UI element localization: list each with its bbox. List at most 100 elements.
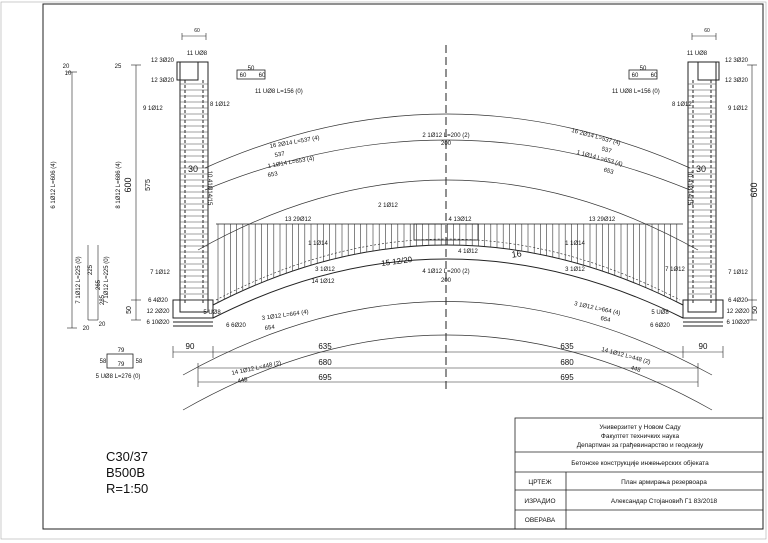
bar-label: 7 1Ø12 xyxy=(665,267,685,273)
bar-label: 537 xyxy=(601,147,613,156)
sheet-border xyxy=(42,3,764,530)
bar-label: 90 xyxy=(699,342,708,351)
steel-class: B500B xyxy=(106,465,145,480)
bar-label: 653 xyxy=(267,171,279,179)
roof-vault xyxy=(212,238,684,319)
bar-label: 3 1Ø12 L=664 (4) xyxy=(261,309,309,322)
bar-label: 7 1Ø12 L=225 (0) xyxy=(104,256,110,303)
bottom-dimension-lines xyxy=(172,346,724,387)
bar-label: 14 1Ø12 xyxy=(311,279,335,285)
bar-label: 10 xyxy=(65,71,72,77)
bar-label: 13 29Ø12 xyxy=(285,217,312,223)
bar-label: 635 xyxy=(318,342,332,351)
bar-label: 12 3Ø20 xyxy=(725,78,749,84)
bar-label: 635 xyxy=(560,342,574,351)
bar-label: 12 3Ø20 xyxy=(151,58,175,64)
bar-label: 6 4Ø20 xyxy=(148,298,168,304)
bar-label: 654 xyxy=(600,316,612,324)
bar-label: 6 1Ø12 L=606 (4) xyxy=(51,161,57,208)
bar-label: 695 xyxy=(318,373,332,382)
hanger-bars xyxy=(217,224,678,303)
left-wall xyxy=(172,61,214,327)
bar-label: 2 1Ø12 xyxy=(378,203,398,209)
bar-label: 25 xyxy=(115,64,122,70)
right-vertical-dimensions xyxy=(747,64,757,321)
bar-label: 265 xyxy=(96,279,102,290)
center-ring xyxy=(413,223,479,241)
bar-label: 6 4Ø20 xyxy=(728,298,748,304)
bar-label: 600 xyxy=(123,177,133,192)
institution-line-2: Факултет техничких наука xyxy=(601,433,680,440)
bar-label: 448 xyxy=(237,377,249,385)
bar-label: 8 1Ø12 xyxy=(672,102,692,108)
bar-label: 90 xyxy=(186,342,195,351)
bar-label: 7 1Ø12 L=225 (0) xyxy=(76,256,82,303)
bar-label: 10 41Ø14/15 xyxy=(206,171,212,206)
bar-label: 695 xyxy=(560,373,574,382)
scale-label: R=1:50 xyxy=(106,481,148,496)
bar-label: 285 xyxy=(100,294,106,305)
bar-label: 448 xyxy=(630,366,642,375)
bar-label: 12 3Ø20 xyxy=(151,78,175,84)
bar-label: 60 xyxy=(704,28,710,34)
bar-label: 20 xyxy=(63,64,70,70)
bar-label: 16 2Ø14 L=537 (4) xyxy=(269,135,320,150)
bar-label: 15 12/20 xyxy=(381,255,414,268)
bar-label: 575 xyxy=(145,179,152,191)
bar-label: 3 1Ø12 L=664 (4) xyxy=(573,301,620,317)
bar-label: 10 41Ø14/15 xyxy=(686,171,692,206)
bar-label: 16 2Ø14 L=537 (4) xyxy=(571,128,621,147)
bar-label: 50 xyxy=(752,306,759,314)
bar-label: 4 13Ø12 xyxy=(448,217,472,223)
cap-dimensions xyxy=(181,33,717,40)
bar-label: 50 xyxy=(248,66,255,72)
bar-label: 79 xyxy=(118,348,125,354)
institution-line-1: Универзитет у Новом Саду xyxy=(599,424,681,431)
row-value-drawing: План армирања резервоара xyxy=(621,479,707,486)
bar-label: 6 6Ø20 xyxy=(650,323,670,329)
bar-label: 200 xyxy=(441,278,452,284)
bar-label: 16 xyxy=(511,248,522,259)
institution-line-3: Департман за грађевинарство и геодезију xyxy=(577,442,704,449)
bar-label: 5 UØ8 xyxy=(651,310,669,316)
bar-label: 1 1Ø14 L=653 (4) xyxy=(576,150,623,168)
title-block xyxy=(514,417,764,530)
bar-label: 8 1Ø12 L=686 (4) xyxy=(116,161,122,208)
bar-label: 537 xyxy=(274,151,286,159)
bar-label: 58 xyxy=(100,359,107,365)
bar-label: 60 xyxy=(194,28,200,34)
right-wall xyxy=(682,61,724,327)
bar-labels: 11 UØ8 12 3Ø20 12 3Ø20 11 UØ8 L=156 (0) 9 1Ø… xyxy=(51,28,759,385)
bar-label: 20 xyxy=(99,322,106,328)
bar-label: 4 1Ø12 L=200 (2) xyxy=(422,269,469,275)
bar-label: 60 xyxy=(259,73,266,79)
bar-label: 5 UØ8 L=276 (0) xyxy=(96,374,141,380)
row-label-checked: ОВЕРАВА xyxy=(525,517,556,524)
bar-label: 3 1Ø12 xyxy=(565,267,585,273)
bar-label: 1 1Ø14 xyxy=(308,241,328,247)
bar-label: 3 1Ø12 xyxy=(315,267,335,273)
bar-label: 7 1Ø12 xyxy=(150,270,170,276)
bar-label: 11 UØ8 L=156 (0) xyxy=(255,89,303,95)
bar-label: 9 1Ø12 xyxy=(143,106,163,112)
concrete-class: C30/37 xyxy=(106,449,148,464)
bar-label: 653 xyxy=(603,168,615,177)
bar-label: 13 29Ø12 xyxy=(589,217,616,223)
bar-label: 225 xyxy=(88,264,94,275)
bar-label: 680 xyxy=(560,358,574,367)
bar-label: 60 xyxy=(632,73,639,79)
row-value-author: Александар Стојановић Г1 83/2018 xyxy=(611,497,718,505)
bar-label: 30 xyxy=(188,164,198,174)
stirrup-detail xyxy=(106,353,134,369)
course-name: Бетонске конструкције инжењерских објека… xyxy=(571,459,709,467)
bar-label: 6 10Ø20 xyxy=(146,320,170,326)
bar-label: 5 UØ8 xyxy=(203,310,221,316)
bar-label: 11 UØ8 xyxy=(187,51,208,57)
bar-label: 6 10Ø20 xyxy=(726,320,750,326)
bar-label: 200 xyxy=(441,141,452,147)
bar-label: 50 xyxy=(640,66,647,72)
wall-stirrups xyxy=(180,83,716,301)
bar-label: 30 xyxy=(696,164,706,174)
bar-label: 50 xyxy=(126,306,133,314)
